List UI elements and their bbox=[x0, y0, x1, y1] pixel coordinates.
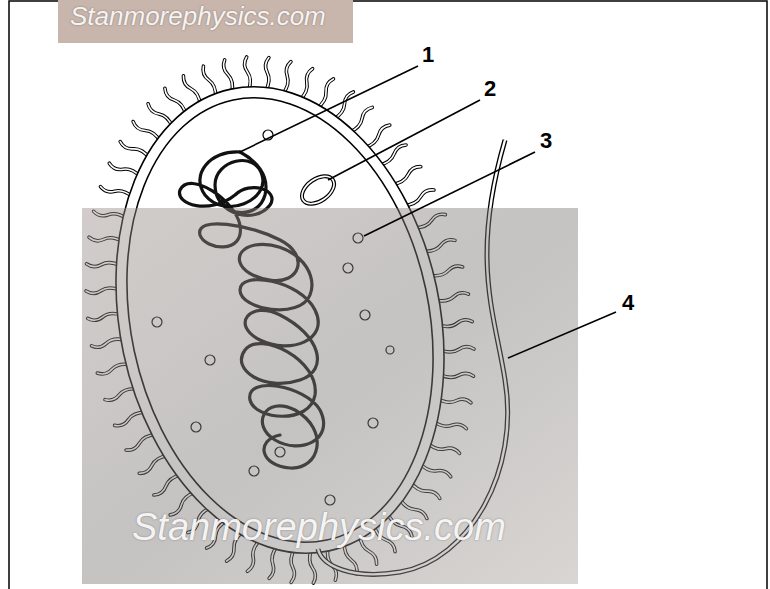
watermark: Stanmorephysics.com bbox=[132, 508, 506, 546]
pilus-inner bbox=[241, 57, 253, 91]
plasmid bbox=[297, 171, 339, 210]
leader-lines bbox=[240, 66, 616, 358]
pilus bbox=[241, 57, 253, 91]
photo-overlay bbox=[82, 208, 578, 584]
watermark: Stanmorephysics.com bbox=[70, 3, 326, 29]
callout-number: 3 bbox=[540, 130, 552, 152]
watermark-patch bbox=[58, 0, 353, 43]
plasmid-inner bbox=[297, 171, 339, 210]
callout-number: 4 bbox=[622, 292, 634, 314]
callout-number: 2 bbox=[484, 78, 496, 100]
callout-number: 1 bbox=[422, 44, 434, 66]
frame bbox=[9, 1, 767, 589]
